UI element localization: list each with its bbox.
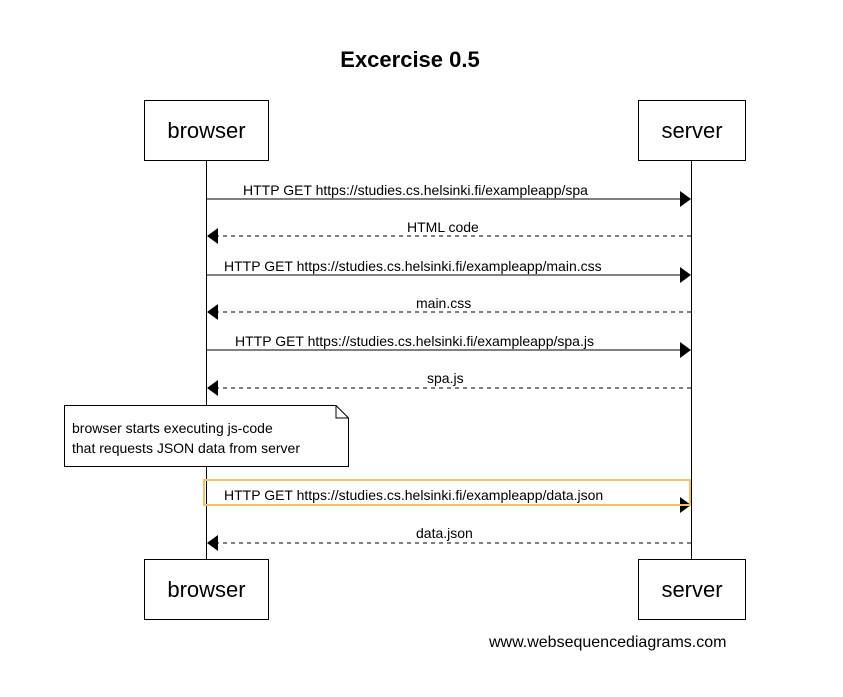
note-line-2: that requests JSON data from server bbox=[72, 440, 300, 456]
actor-browser-top: browser bbox=[144, 100, 269, 161]
message-label-5: HTTP GET https://studies.cs.helsinki.fi/… bbox=[233, 333, 596, 349]
message-label-1: HTTP GET https://studies.cs.helsinki.fi/… bbox=[241, 182, 590, 198]
actor-browser-bottom: browser bbox=[144, 559, 269, 620]
lifeline-server bbox=[691, 161, 692, 559]
lifeline-browser bbox=[206, 161, 207, 559]
message-label-3: HTTP GET https://studies.cs.helsinki.fi/… bbox=[222, 258, 604, 274]
message-label-4: main.css bbox=[414, 295, 474, 311]
arrowhead-5 bbox=[680, 342, 691, 358]
message-label-6: spa.js bbox=[425, 370, 466, 386]
arrowhead-3 bbox=[680, 267, 691, 283]
message-label-8: data.json bbox=[414, 525, 475, 541]
arrowhead-6 bbox=[207, 380, 218, 396]
message-label-7: HTTP GET https://studies.cs.helsinki.fi/… bbox=[222, 487, 606, 503]
note-line-1: browser starts executing js-code bbox=[72, 420, 273, 436]
actor-server-bottom: server bbox=[638, 559, 746, 620]
note-shape bbox=[64, 405, 349, 467]
message-label-2: HTML code bbox=[405, 219, 481, 235]
arrowhead-4 bbox=[207, 304, 218, 320]
highlight-box bbox=[203, 479, 691, 506]
diagram-title: Excercise 0.5 bbox=[340, 47, 480, 72]
note-text: browser starts executing js-code that re… bbox=[72, 418, 300, 458]
arrowhead-8 bbox=[207, 535, 218, 551]
footer-credit: www.websequencediagrams.com bbox=[489, 634, 727, 651]
arrowhead-1 bbox=[680, 191, 691, 207]
arrowhead-2 bbox=[207, 228, 218, 244]
note-box: browser starts executing js-code that re… bbox=[64, 405, 349, 467]
actor-server-top: server bbox=[638, 100, 746, 161]
